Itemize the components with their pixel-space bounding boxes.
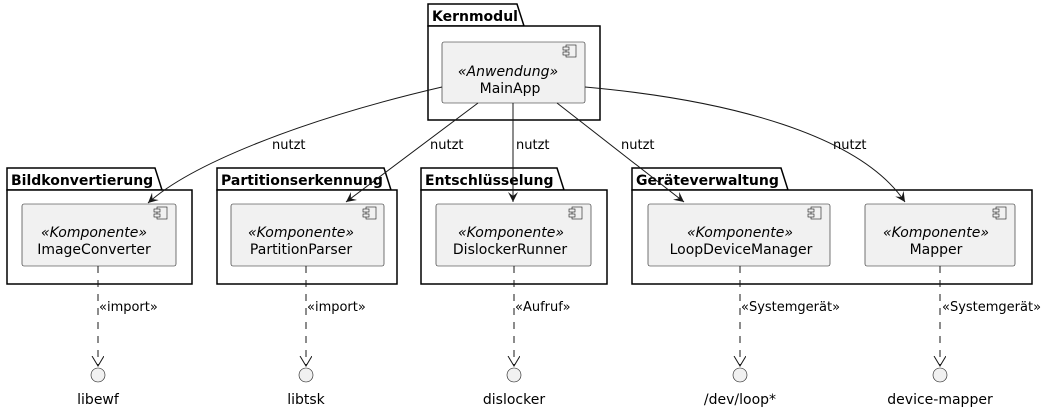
package-title: Bildkonvertierung <box>11 173 153 189</box>
component-name: LoopDeviceManager <box>670 242 813 258</box>
edge-mainapp-loopdevicemanager: nutzt <box>556 102 685 203</box>
package-title: Kernmodul <box>432 9 518 25</box>
edge-label: nutzt <box>621 138 655 153</box>
component-icon <box>362 206 377 220</box>
component-stereotype: «Komponente» <box>883 225 989 241</box>
interface-label: dislocker <box>483 392 545 408</box>
interface-circle <box>932 367 948 383</box>
component-stereotype: «Komponente» <box>458 225 564 241</box>
edge-mainapp-imageconverter: nutzt <box>147 86 443 204</box>
component-stereotype: «Komponente» <box>248 225 354 241</box>
interface-libtsk[interactable]: libtsk <box>287 367 326 408</box>
edge-mainapp-mapper: nutzt <box>584 86 906 203</box>
edge-mainapp-partitionparser: nutzt <box>345 102 479 203</box>
interface-circle <box>90 367 106 383</box>
edge-label: nutzt <box>430 138 464 153</box>
interface-label: /dev/loop* <box>704 392 776 408</box>
component-icon <box>568 206 583 220</box>
component-stereotype: «Komponente» <box>687 225 793 241</box>
component-mainapp[interactable]: «Anwendung» MainApp <box>441 41 586 104</box>
edge-label: nutzt <box>272 138 306 153</box>
package-title: Geräteverwaltung <box>636 173 779 189</box>
edge-label: «Systemgerät» <box>942 300 1041 315</box>
component-name: ImageConverter <box>37 242 151 258</box>
edge-partitionparser-libtsk: «import» <box>306 266 366 366</box>
interface-devloop[interactable]: /dev/loop* <box>704 367 776 408</box>
edge-label: «import» <box>307 300 366 315</box>
edge-label: «import» <box>99 300 158 315</box>
edge-label: «Aufruf» <box>515 300 571 315</box>
edge-label: nutzt <box>833 138 867 153</box>
interface-dislocker[interactable]: dislocker <box>483 367 545 408</box>
component-icon <box>807 206 822 220</box>
component-dislockerrunner[interactable]: «Komponente» DislockerRunner <box>435 203 592 267</box>
edge-dislockerrunner-dislocker: «Aufruf» <box>514 266 571 366</box>
edge-loopdevicemanager-devloop: «Systemgerät» <box>740 266 840 366</box>
interface-devicemapper[interactable]: device-mapper <box>887 367 993 408</box>
component-mapper[interactable]: «Komponente» Mapper <box>864 203 1016 267</box>
interface-circle <box>298 367 314 383</box>
component-icon <box>153 206 168 220</box>
package-title: Partitionserkennung <box>221 173 383 189</box>
component-name: PartitionParser <box>250 242 352 258</box>
component-icon <box>562 44 577 58</box>
component-stereotype: «Komponente» <box>41 225 147 241</box>
component-loopdevicemanager[interactable]: «Komponente» LoopDeviceManager <box>647 203 831 267</box>
edge-mapper-devicemapper: «Systemgerät» <box>940 266 1041 366</box>
package-title: Entschlüsselung <box>425 173 554 189</box>
component-partitionparser[interactable]: «Komponente» PartitionParser <box>230 203 385 267</box>
component-imageconverter[interactable]: «Komponente» ImageConverter <box>21 203 177 267</box>
component-name: Mapper <box>910 242 963 258</box>
component-name: DislockerRunner <box>453 242 567 258</box>
interface-label: libewf <box>77 392 120 408</box>
interface-label: libtsk <box>287 392 325 408</box>
component-icon <box>992 206 1007 220</box>
edge-imageconverter-libewf: «import» <box>98 266 158 366</box>
component-stereotype: «Anwendung» <box>458 64 558 80</box>
component-name: MainApp <box>480 81 541 97</box>
interface-circle <box>506 367 522 383</box>
edge-label: «Systemgerät» <box>741 300 840 315</box>
interface-libewf[interactable]: libewf <box>77 367 120 408</box>
interface-circle <box>732 367 748 383</box>
edge-label: nutzt <box>516 138 550 153</box>
edge-mainapp-dislockerrunner: nutzt <box>508 103 550 202</box>
interface-label: device-mapper <box>887 392 993 408</box>
